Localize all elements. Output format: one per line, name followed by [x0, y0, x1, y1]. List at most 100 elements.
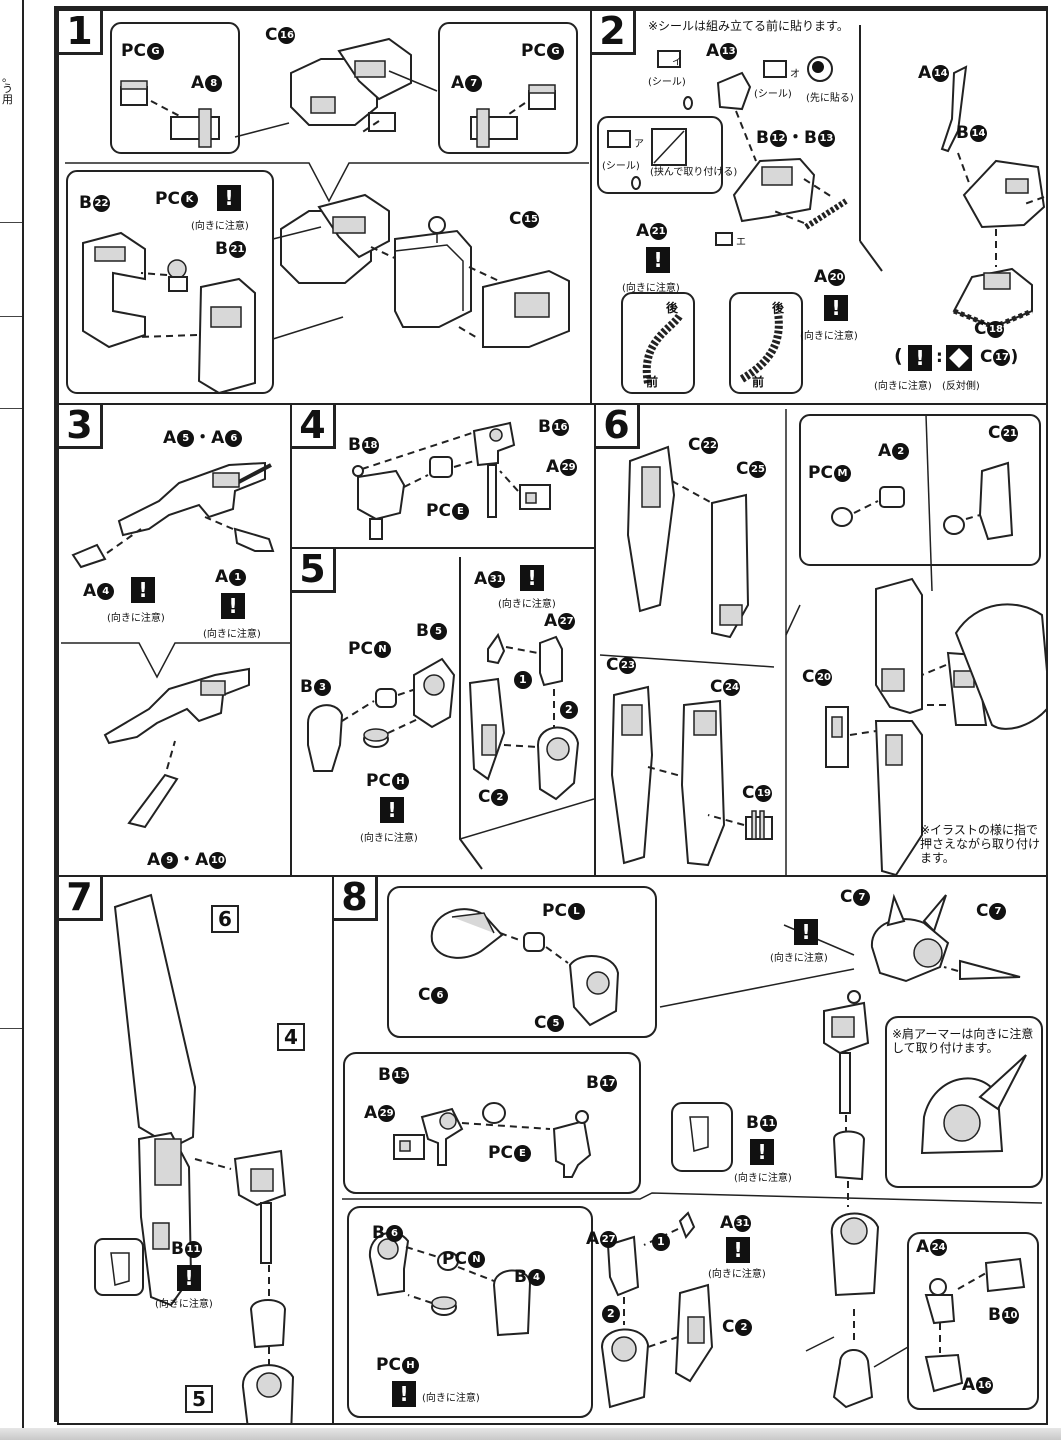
step-number: 8 — [334, 877, 378, 921]
caution-text: (向きに注意) — [107, 613, 165, 624]
page-bottom-edge — [0, 1428, 1061, 1440]
hose-back-label: 後 — [772, 301, 785, 315]
hose-back-label: 後 — [666, 301, 679, 315]
ref-step-5: 5 — [185, 1385, 213, 1413]
step-1-panel: 1 — [57, 9, 592, 405]
step-4-illustration — [352, 421, 551, 540]
step-1-illustration — [65, 22, 589, 395]
step-7-illustration — [94, 893, 295, 1423]
hose-front-label: 前 — [646, 375, 659, 389]
caution-text: (向きに注意) — [155, 1299, 213, 1310]
caution-text: (向きに注意) — [874, 381, 932, 392]
margin-rule — [0, 222, 22, 223]
step-5-illustration — [307, 557, 594, 870]
hose-front-label: 前 — [752, 375, 765, 389]
caution-text: (向きに注意) — [708, 1269, 766, 1280]
sticker-mark-i: イ — [672, 57, 682, 68]
caution-icon: ! — [380, 797, 404, 823]
caution-icon: ! — [750, 1139, 774, 1165]
caution-text: (向きに注意) — [770, 953, 828, 964]
margin-rule — [0, 408, 22, 409]
colon: : — [936, 347, 943, 367]
sticker-note: ※シールは組み立てる前に貼ります。 — [648, 19, 849, 33]
step-2-illustration — [597, 25, 1046, 394]
sticker-o-label: (シール) — [754, 89, 792, 100]
margin-text: 。う用 — [2, 71, 13, 106]
step-number: 2 — [592, 11, 636, 55]
caution-text: (向きに注意) — [191, 221, 249, 232]
step-8-panel: 8 — [332, 875, 1048, 1425]
margin-rule — [0, 316, 22, 317]
step-6-illustration — [599, 409, 1046, 875]
pinch-note: (挟んで取り付ける) — [650, 167, 738, 178]
caution-icon: ! — [131, 577, 155, 603]
step-6-panel: 6 — [594, 403, 1048, 877]
step-number: 5 — [292, 549, 336, 593]
ref-step-4: 4 — [277, 1023, 305, 1051]
step-number: 4 — [292, 405, 336, 449]
sticker-i-label: (シール) — [648, 77, 686, 88]
ref-step-6: 6 — [211, 905, 239, 933]
shoulder-armor-note: ※肩アーマーは向きに注意して取り付けます。 — [892, 1027, 1034, 1055]
paren-open: ( — [894, 345, 903, 367]
caution-icon: ! — [908, 345, 932, 371]
caution-icon: ! — [177, 1265, 201, 1291]
step-3-illustration — [61, 461, 290, 829]
caution-text: (向きに注意) — [498, 599, 556, 610]
step-number: 6 — [596, 405, 640, 449]
instruction-sheet-frame: 1 — [54, 6, 1048, 1425]
caution-icon: ! — [794, 919, 818, 945]
finger-note: ※イラストの様に指で押さえながら取り付けます。 — [920, 823, 1041, 865]
